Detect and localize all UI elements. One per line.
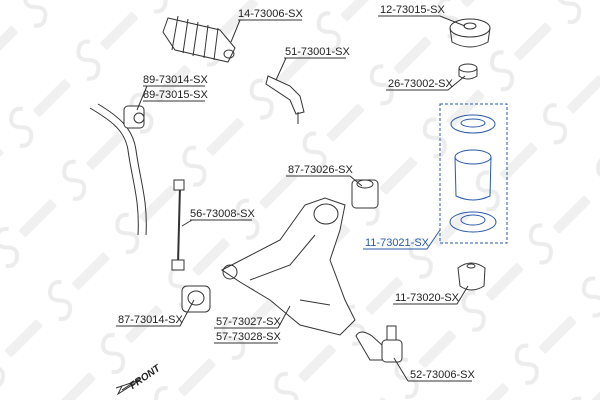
strut-kit-part	[439, 103, 508, 244]
ball-joint-part	[355, 325, 403, 363]
arm-bushing-upper-part	[457, 262, 486, 291]
stabilizer-bar-edge	[97, 103, 147, 236]
tie-rod-end-part	[265, 75, 305, 124]
front-arrow-icon	[115, 377, 141, 396]
control-arm-part	[221, 197, 356, 336]
label-ball-joint[interactable]: 52-73006-SX	[410, 369, 475, 381]
label-arm-bushing-front[interactable]: 87-73014-SX	[118, 314, 183, 326]
label-control-arm-2[interactable]: 57-73028-SX	[216, 331, 281, 343]
label-strut-kit[interactable]: 11-73021-SX	[365, 237, 430, 249]
top-mount-part	[449, 18, 491, 48]
label-control-arm[interactable]: 57-73027-SX	[216, 316, 281, 328]
stabilizer-bushing-part	[123, 105, 145, 129]
label-top-mount[interactable]: 12-73015-SX	[380, 4, 445, 16]
arm-bushing-rear-part	[351, 179, 379, 209]
stabilizer-bar	[89, 107, 139, 236]
label-strut-bearing[interactable]: 26-73002-SX	[388, 78, 453, 90]
stabilizer-link-part	[171, 179, 185, 271]
label-arm-bushing-rear[interactable]: 87-73026-SX	[288, 164, 353, 176]
leader-lines	[116, 15, 472, 382]
strut-bearing-part	[458, 63, 478, 80]
label-tie-rod-end[interactable]: 51-73001-SX	[285, 46, 350, 58]
label-arm-bushing-upper[interactable]: 11-73020-SX	[395, 292, 460, 304]
label-stabilizer-bushing[interactable]: 89-73014-SX	[143, 74, 208, 86]
label-stabilizer-link[interactable]: 56-73008-SX	[190, 208, 255, 220]
label-boot[interactable]: 14-73006-SX	[238, 8, 303, 20]
arm-bushing-front-part	[181, 285, 211, 313]
label-stabilizer-bushing-2[interactable]: 89-73015-SX	[143, 89, 208, 101]
boot-part	[162, 15, 236, 63]
